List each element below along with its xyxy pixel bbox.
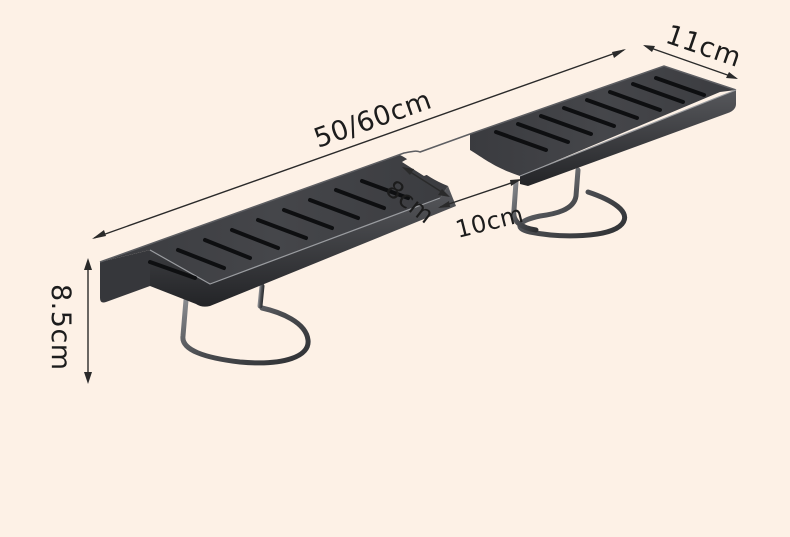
height-label: 8.5cm: [45, 284, 76, 371]
depth-label: 11cm: [662, 19, 745, 74]
shelf-slots: [148, 76, 706, 280]
right-hook: [511, 167, 628, 239]
shelf-back-plate: [100, 250, 150, 303]
hook-spacing-label: 10cm: [453, 200, 527, 244]
shelf-front-lip-right: [520, 90, 736, 186]
length-label: 50/60cm: [310, 84, 436, 154]
left-hook: [180, 283, 311, 366]
dryer-hole: [402, 151, 480, 178]
shelf-front-lip: [150, 186, 456, 307]
height-dimension: 8.5cm: [45, 258, 92, 384]
